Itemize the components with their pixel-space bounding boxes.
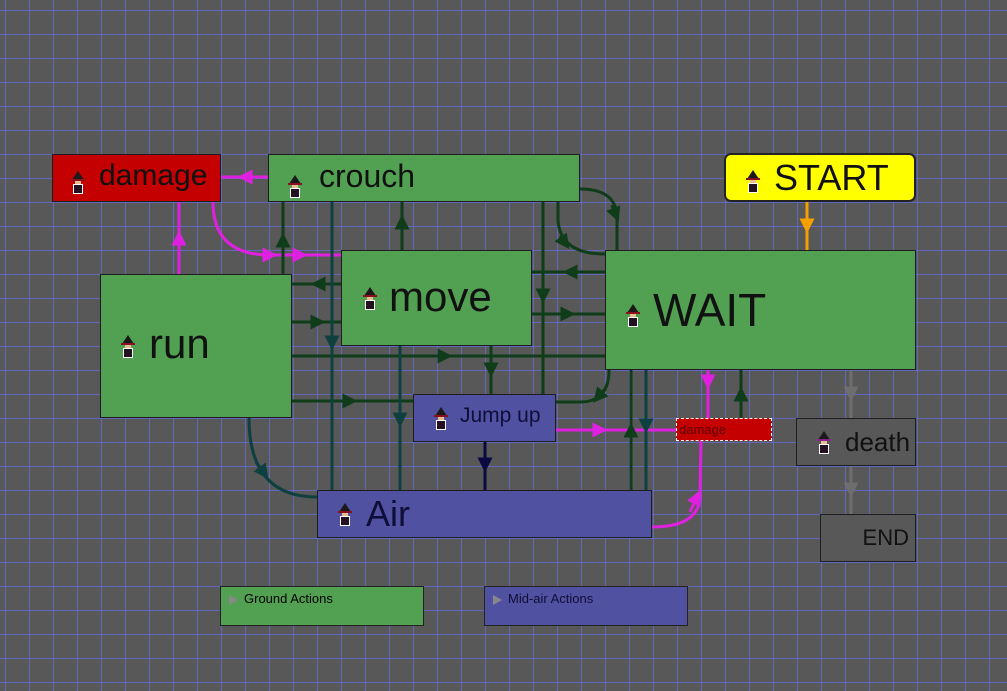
legend-midair-actions[interactable]: Mid-air Actions	[484, 586, 688, 626]
edge-wait-crouch[interactable]	[556, 202, 606, 256]
witch-sprite-icon	[817, 431, 831, 453]
state-move[interactable]: move	[341, 250, 532, 346]
legend-label: Mid-air Actions	[508, 591, 594, 606]
witch-sprite-icon	[434, 407, 448, 429]
legend-label: Ground Actions	[244, 591, 333, 606]
state-end[interactable]: END	[820, 514, 916, 562]
legend-ground-actions[interactable]: Ground Actions	[220, 586, 424, 626]
collapse-triangle-icon[interactable]	[493, 594, 502, 605]
witch-sprite-icon	[363, 287, 377, 309]
state-label: death	[845, 427, 911, 457]
witch-sprite-icon	[288, 175, 302, 197]
state-label: Air	[366, 493, 410, 534]
state-label: START	[774, 156, 889, 198]
state-damage-selected[interactable]: damage	[676, 418, 772, 441]
state-label: END	[862, 525, 909, 550]
edge-run-air[interactable]	[247, 417, 318, 499]
witch-sprite-icon	[626, 304, 640, 326]
witch-sprite-icon	[338, 503, 352, 525]
edge-wait-jumpup[interactable]	[556, 369, 611, 404]
state-jump-up[interactable]: Jump up	[413, 394, 556, 442]
state-label: damage	[99, 159, 208, 192]
state-label: WAIT	[653, 284, 767, 336]
edge-air-damage-small[interactable]	[651, 440, 703, 529]
witch-sprite-icon	[121, 335, 135, 357]
state-wait[interactable]: WAIT	[605, 250, 916, 370]
state-label: move	[389, 273, 492, 320]
state-label: crouch	[319, 158, 416, 194]
witch-sprite-icon	[746, 169, 760, 192]
state-label: damage	[679, 422, 726, 437]
state-death[interactable]: death	[796, 418, 916, 466]
state-run[interactable]: run	[100, 274, 292, 418]
edge-crouch-wait[interactable]	[579, 187, 619, 250]
state-damage[interactable]: damage	[52, 154, 221, 202]
state-air[interactable]: Air	[317, 490, 652, 538]
state-start[interactable]: START	[724, 153, 916, 202]
edge-damage-move[interactable]	[211, 201, 341, 263]
collapse-triangle-icon[interactable]	[229, 594, 238, 605]
state-crouch[interactable]: crouch	[268, 154, 580, 202]
state-label: run	[149, 320, 210, 367]
state-label: Jump up	[460, 403, 541, 427]
witch-sprite-icon	[71, 171, 85, 193]
